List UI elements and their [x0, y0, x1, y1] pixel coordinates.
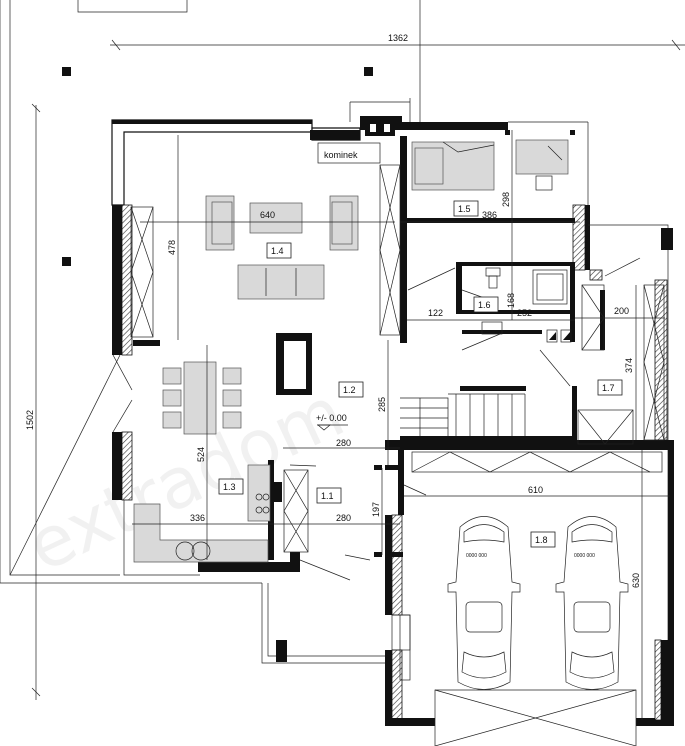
- bathroom-fixtures: [481, 267, 572, 343]
- sofa: [237, 264, 325, 300]
- kitchen-furniture: [133, 464, 282, 563]
- dimension-label: 386: [482, 210, 497, 220]
- dimension-label: 336: [190, 513, 205, 523]
- dimension-label: 640: [260, 210, 275, 220]
- svg-text:1.6: 1.6: [478, 300, 491, 310]
- room-labels: 1.4 1.2 1.3 1.1 1.5 1.6 1.7 1.8: [218, 200, 623, 548]
- dimension-label: 524: [196, 447, 206, 462]
- dimension-total-depth: 1502: [25, 103, 41, 700]
- roof-column-marker: [62, 67, 71, 76]
- dimension-label: 168: [506, 293, 516, 308]
- dimension-label: 610: [528, 485, 543, 495]
- level-marker: +/- 0.00: [316, 413, 348, 431]
- fireplace: kominek: [317, 122, 395, 164]
- dimension-label: 122: [428, 308, 443, 318]
- dining-table: [183, 361, 217, 435]
- dimension-label: 374: [624, 358, 634, 373]
- dimension-label: 252: [517, 308, 532, 318]
- room-label-utility: 1.7: [597, 379, 623, 396]
- bedroom-furniture: [411, 130, 575, 191]
- car: 0000 000: [555, 516, 629, 690]
- door-swings: [112, 257, 641, 581]
- dimension-label: 280: [336, 438, 351, 448]
- dimension-label: 280: [336, 513, 351, 523]
- svg-text:1.8: 1.8: [535, 535, 548, 545]
- svg-text:1.7: 1.7: [602, 383, 615, 393]
- desk: [515, 139, 569, 175]
- dimension-label: 285: [377, 397, 387, 412]
- room-label-vestibule: 1.1: [316, 487, 342, 504]
- level-label: +/- 0.00: [316, 413, 347, 423]
- svg-text:1.5: 1.5: [458, 204, 471, 214]
- toilet: [485, 267, 501, 277]
- room-label-bedroom: 1.5: [453, 200, 479, 217]
- roof-column-marker: [364, 67, 373, 76]
- staircase: [400, 386, 572, 441]
- dimension-label: 298: [501, 192, 511, 207]
- windows: [130, 164, 665, 681]
- room-label-hall: 1.2: [338, 381, 364, 398]
- roof-column-marker: [62, 257, 71, 266]
- svg-text:1.3: 1.3: [223, 482, 236, 492]
- garage-driveway: [434, 689, 637, 746]
- room-label-bathroom: 1.6: [473, 296, 499, 313]
- entrance-porch: [261, 583, 385, 664]
- dimension-label: 197: [371, 502, 381, 517]
- svg-text:1.1: 1.1: [321, 491, 334, 501]
- dimension-label: 478: [167, 240, 177, 255]
- shower: [532, 269, 568, 305]
- roof-outline: [0, 0, 421, 584]
- living-room-furniture: [205, 195, 359, 300]
- kitchen-island: [247, 464, 271, 522]
- car: 0000 000: [447, 516, 521, 690]
- license-plate: 0000 000: [574, 553, 595, 559]
- dimension-total-width: 1362: [110, 33, 685, 51]
- svg-text:1.4: 1.4: [271, 246, 284, 256]
- interior-dimensions: 640 478 386 298 122 252 168 200 374 285 …: [132, 130, 670, 720]
- license-plate: 0000 000: [466, 553, 487, 559]
- coffee-table: [249, 202, 303, 234]
- dimension-label: 1362: [388, 33, 408, 43]
- room-label-kitchen: 1.3: [218, 478, 244, 495]
- fireplace-label: kominek: [324, 150, 358, 160]
- room-label-garage: 1.8: [530, 531, 556, 548]
- svg-text:1.2: 1.2: [343, 385, 356, 395]
- dining-furniture: [162, 361, 242, 435]
- room-label-living: 1.4: [266, 242, 292, 259]
- dimension-label: 200: [614, 306, 629, 316]
- dimension-label: 630: [631, 573, 641, 588]
- dimension-label: 1502: [25, 410, 35, 430]
- sink: [481, 321, 503, 335]
